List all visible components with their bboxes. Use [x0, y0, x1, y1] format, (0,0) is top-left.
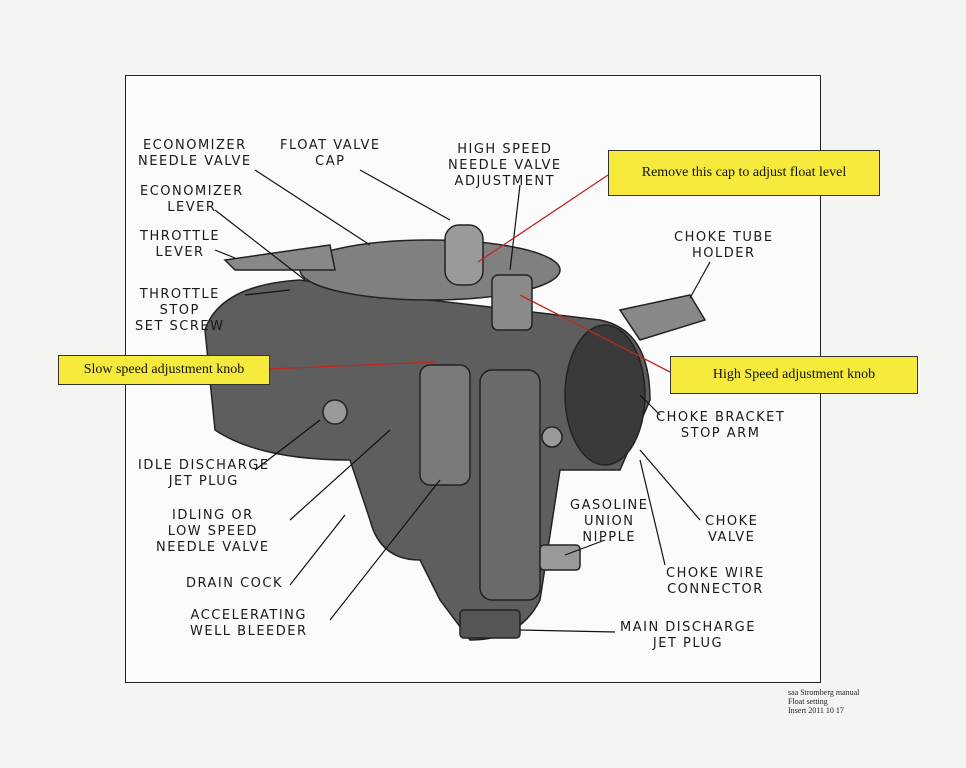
- label-choke-bracket-stop-arm: CHOKE BRACKET STOP ARM: [656, 410, 786, 441]
- label-idling-low-speed-needle-valve: IDLING OR LOW SPEED NEEDLE VALVE: [156, 508, 270, 555]
- callout-float-cap: Remove this cap to adjust float level: [608, 150, 880, 196]
- insert-note: saa Stromberg manual Float setting Inser…: [788, 688, 859, 715]
- label-economizer-lever: ECONOMIZER LEVER: [140, 184, 244, 215]
- label-throttle-stop-set-screw: THROTTLE STOP SET SCREW: [135, 287, 225, 334]
- label-gasoline-union-nipple: GASOLINE UNION NIPPLE: [570, 498, 649, 545]
- label-choke-wire-connector: CHOKE WIRE CONNECTOR: [666, 566, 765, 597]
- note-line: Float setting: [788, 697, 828, 706]
- label-float-valve-cap: FLOAT VALVE CAP: [280, 138, 381, 169]
- label-high-speed-needle-valve-adjustment: HIGH SPEED NEEDLE VALVE ADJUSTMENT: [448, 142, 562, 189]
- label-choke-tube-holder: CHOKE TUBE HOLDER: [674, 230, 774, 261]
- label-choke-valve: CHOKE VALVE: [705, 514, 759, 545]
- label-accelerating-well-bleeder: ACCELERATING WELL BLEEDER: [190, 608, 308, 639]
- label-economizer-needle-valve: ECONOMIZER NEEDLE VALVE: [138, 138, 252, 169]
- note-line: Insert 2011 10 17: [788, 706, 844, 715]
- label-throttle-lever: THROTTLE LEVER: [140, 229, 221, 260]
- label-idle-discharge-jet-plug: IDLE DISCHARGE JET PLUG: [138, 458, 270, 489]
- label-main-discharge-jet-plug: MAIN DISCHARGE JET PLUG: [620, 620, 756, 651]
- callout-lines: [267, 174, 671, 373]
- label-drain-cock: DRAIN COCK: [186, 576, 284, 591]
- callout-high-speed-knob: High Speed adjustment knob: [670, 356, 918, 394]
- callout-slow-speed-knob: Slow speed adjustment knob: [58, 355, 270, 385]
- note-line: saa Stromberg manual: [788, 688, 860, 697]
- leader-lines: [214, 169, 711, 633]
